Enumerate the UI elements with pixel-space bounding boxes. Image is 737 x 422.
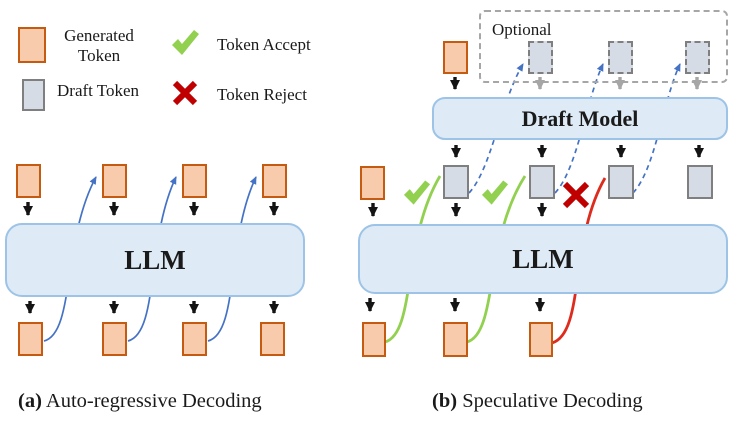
generated-token	[182, 164, 207, 198]
optional-group-box	[479, 10, 728, 83]
generated-token	[16, 164, 41, 198]
draft-token-optional	[608, 41, 633, 74]
llm-label-a: LLM	[124, 244, 186, 275]
optional-label: Optional	[492, 20, 552, 39]
reject-x-icon	[172, 80, 198, 106]
accept-check-icon	[481, 180, 509, 205]
caption-a: (a) Auto-regressive Decoding	[18, 390, 280, 413]
draft-model-box: Draft Model	[432, 97, 728, 140]
llm-box-b: LLM	[358, 224, 728, 294]
generated-token	[102, 164, 127, 198]
generated-token	[529, 322, 553, 357]
caption-b-prefix: (b)	[432, 390, 458, 412]
llm-a-output-arrows	[25, 301, 279, 314]
accept-check-icon	[172, 30, 199, 55]
generated-token	[262, 164, 287, 198]
legend-draft-token-swatch	[22, 79, 45, 111]
generated-token	[443, 322, 468, 357]
generated-token	[362, 322, 386, 357]
generated-token	[360, 166, 385, 200]
caption-b: (b) Speculative Decoding	[432, 390, 682, 413]
caption-a-prefix: (a)	[18, 390, 42, 412]
legend-token-accept-label: Token Accept	[217, 35, 311, 54]
caption-b-text: Speculative Decoding	[457, 390, 643, 412]
generated-token	[18, 322, 43, 356]
draft-token	[687, 165, 713, 199]
generated-token	[102, 322, 127, 356]
draft-token	[443, 165, 469, 199]
llm-b-output-arrows	[365, 298, 545, 312]
llm-a-input-arrows	[23, 202, 279, 216]
accept-check-icon	[403, 180, 431, 205]
legend-generated-token-swatch	[18, 27, 46, 63]
draft-model-input-arrows	[450, 77, 702, 90]
generated-token	[443, 41, 468, 74]
llm-label-b: LLM	[512, 243, 574, 274]
draft-token	[529, 165, 555, 199]
llm-b-input-arrows	[368, 203, 547, 217]
legend-token-reject-label: Token Reject	[217, 85, 307, 104]
draft-token	[608, 165, 634, 199]
legend-draft-token-label: Draft Token	[57, 81, 140, 100]
llm-box-a: LLM	[5, 223, 305, 297]
draft-model-label: Draft Model	[521, 105, 639, 131]
draft-token-optional	[528, 41, 553, 74]
generated-token	[182, 322, 207, 356]
legend-generated-token-label: Generated Token	[64, 26, 134, 66]
caption-a-text: Auto-regressive Decoding	[41, 390, 262, 412]
reject-x-icon	[562, 181, 590, 209]
draft-token-optional	[685, 41, 710, 74]
draft-model-output-arrows	[451, 145, 704, 158]
generated-token	[260, 322, 285, 356]
